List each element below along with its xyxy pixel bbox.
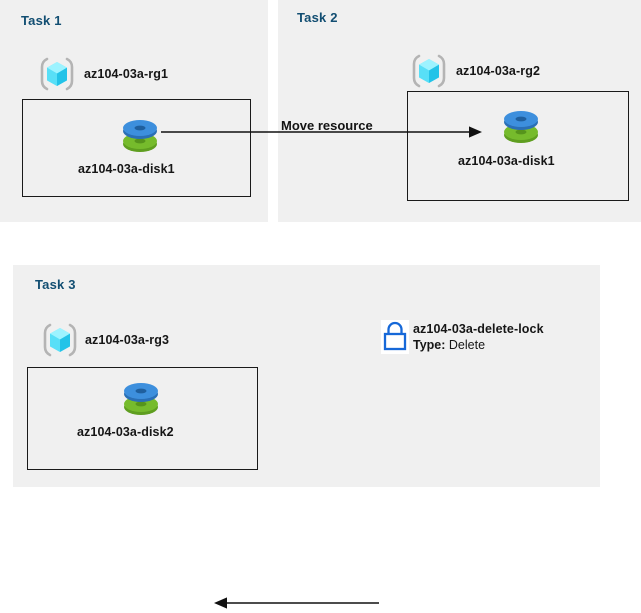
- task-panel-task2: Task 2 az104-03a-rg2 az104-0: [278, 0, 641, 222]
- managed-disk-icon: [119, 114, 161, 160]
- connector-caption-move-resource: Move resource: [281, 118, 373, 133]
- apply-lock-arrow: [214, 597, 379, 609]
- resource-group-cube-icon: [38, 55, 76, 93]
- lock-type-value: Delete: [448, 338, 486, 352]
- resource-group-box-task2: [407, 91, 629, 201]
- resource-label-task3: az104-03a-disk2: [77, 425, 174, 439]
- panel-title-task2: Task 2: [297, 10, 338, 25]
- resource-group-label-task1: az104-03a-rg1: [84, 67, 168, 81]
- padlock-icon: [381, 320, 409, 354]
- resource-label-task2: az104-03a-disk1: [458, 154, 555, 168]
- resource-group-cube-icon: [410, 52, 448, 90]
- lock-type-key: Type:: [413, 338, 446, 352]
- resource-group-cube-icon: [41, 321, 79, 359]
- managed-disk-icon: [120, 377, 162, 423]
- panel-title-task1: Task 1: [21, 13, 62, 28]
- resource-group-label-task2: az104-03a-rg2: [456, 64, 540, 78]
- panel-title-task3: Task 3: [35, 277, 76, 292]
- task-panel-task3: Task 3 az104-03a-rg3 az104-0: [13, 265, 600, 609]
- lock-label-task3: az104-03a-delete-lock: [413, 322, 544, 336]
- lock-type-task3: Type: Delete: [413, 338, 485, 352]
- resource-group-box-task1: [22, 99, 251, 197]
- task-panel-task1: Task 1 az104-03a-rg1: [0, 0, 268, 222]
- move-resource-arrow: [161, 126, 482, 138]
- resource-group-label-task3: az104-03a-rg3: [85, 333, 169, 347]
- managed-disk-icon: [500, 105, 542, 151]
- resource-label-task1: az104-03a-disk1: [78, 162, 175, 176]
